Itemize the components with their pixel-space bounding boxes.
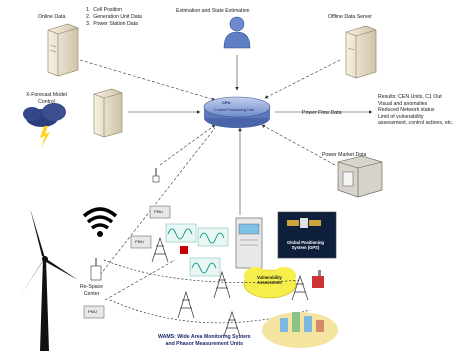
link-antenna [159,124,216,166]
offline-data-label: Offline Data Server [328,14,373,20]
control-center-icon [90,258,102,281]
pmu-label-2: PMU [135,239,144,244]
gps-label: Global Positioning System (GPS) [287,240,324,251]
offline-server-icon [345,25,377,79]
waveform-panel-1 [165,223,197,243]
weather-server-icon [47,23,79,77]
link-offline-server [264,59,341,99]
cpu-subtitle: Control Processing Unit [214,108,254,112]
link-field-1 [99,127,216,276]
weather-list-3: 3. Power Station Data [86,21,138,27]
power-market-icon [337,155,383,198]
wams-label: WAMS: Wide Area Monitoring System and Ph… [158,334,251,347]
waveform-panel-2 [197,227,229,247]
link-market [261,124,336,166]
link-field-2 [104,259,176,301]
connection-lines [79,55,373,301]
waveform-panel-3 [189,257,221,277]
power-flow-label: Power Flow Data [302,110,342,116]
pmu-device-2 [130,235,152,249]
vulnerability-label: Vulnerability Assessment [257,275,282,286]
online-data-label: Online Data [38,14,66,20]
forecast-label: X-Forecast Model Control [26,92,67,105]
forecast-server-icon [93,88,123,138]
gps-satellite-panel [277,211,337,259]
wireless-signal-icon [82,207,118,237]
weather-list-2: 2. Generation Unit Data [86,14,142,20]
cpu-title: CPU [222,100,231,105]
control-center-label: Re-Space Center [80,284,104,297]
estimation-label: Estimation and State Estimation [176,8,250,14]
factory-icons [180,246,324,288]
pdc-computer-icon [235,217,263,269]
pmu-device-3 [83,305,105,319]
pmu-label-3: PMU [88,309,97,314]
output-label: Results: CEN Units, C1 Out Visual and an… [378,94,454,126]
pmu-devices [83,205,171,319]
pmu-label-1: PMU [154,209,163,214]
operator-person-icon [223,16,251,49]
vulnerability-cloud [243,267,297,299]
link-weather-server [79,59,216,101]
city-icon [262,312,338,348]
storm-cloud-icon [23,103,66,148]
pmu-device-1 [149,205,171,219]
weather-list-1: 1. Cell Position [86,7,123,13]
waveform-panels [165,223,229,277]
power-market-label: Power Market Data [322,152,367,158]
cpu-hub [203,96,271,128]
antenna-icon [152,168,160,183]
wind-turbine-icon [20,208,78,351]
